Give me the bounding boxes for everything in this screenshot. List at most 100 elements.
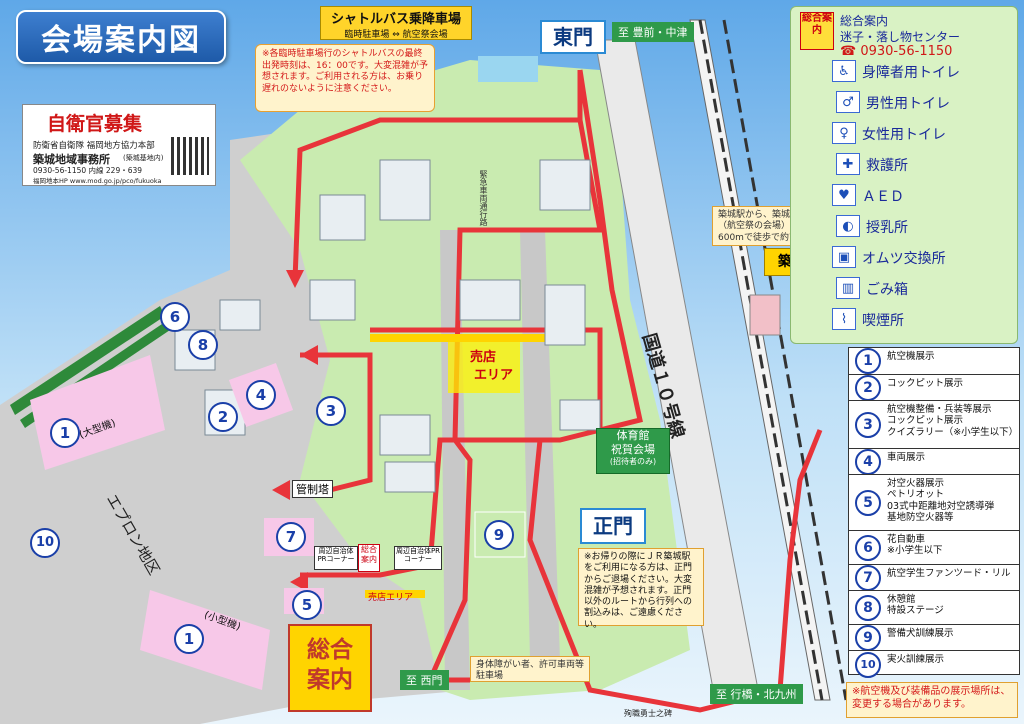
recruit-banner: 自衛官募集 防衛省自衛隊 福岡地方協力本部 築城地域事務所 (築城基地内) 09…: [22, 104, 216, 186]
station-building: [749, 294, 781, 336]
pr-corner-2: 周辺自治体PRコーナー: [394, 546, 442, 570]
exhibit-row: 8 休憩館特設ステージ: [849, 590, 1019, 625]
exhibit-label2: ※小学生以下: [887, 545, 943, 557]
male-toilet-icon: ♂: [836, 91, 860, 113]
exhibit-label4: 基地防空火器等: [887, 512, 954, 524]
railway-track: [698, 19, 824, 701]
zone-1-small: [140, 590, 270, 690]
shuttle-notice: ※各臨時駐車場行のシャトルバスの最終出発時刻は、16：00です。大変混雑が予想さ…: [255, 44, 435, 112]
exhibit-label: 航空機展示: [887, 351, 935, 362]
shuttle-title: シャトルバス乗降車場: [330, 12, 461, 27]
exhibit-label: 休憩館: [887, 594, 916, 605]
runway-strip: [10, 306, 165, 415]
shuttle-sub: 臨時駐車場 ⇔ 航空祭会場: [344, 30, 448, 40]
exhibit-row: 1 航空機展示: [849, 348, 1019, 374]
exhibit-text: 航空機展示: [887, 351, 935, 362]
exhibit-text: コックピット展示: [887, 378, 963, 389]
exhibit-label: 航空機整備・兵装等展示: [887, 404, 992, 415]
exhibit-label: 対空火器展示: [887, 478, 945, 489]
recruit-line1: 防衛省自衛隊 福岡地方協力本部: [33, 141, 155, 151]
info-small-1: 総合: [361, 545, 377, 554]
marker-1-large: 1: [50, 418, 80, 448]
emergency-road-label: 緊急車両通行路: [479, 170, 488, 226]
recruit-line2-sub: (築城基地内): [123, 154, 164, 162]
shop-label: 売店: [470, 350, 497, 365]
legend-label: ＡＥＤ: [862, 189, 904, 205]
visitor-route-3: [426, 119, 603, 683]
exhibit-number: 8: [855, 595, 881, 621]
exhibit-text: 休憩館特設ステージ: [887, 594, 944, 617]
exhibit-label: 車両展示: [887, 452, 926, 463]
legend-label: オムツ交換所: [862, 251, 946, 267]
legend-label: 授乳所: [866, 220, 908, 236]
shuttle-stop-area: [478, 56, 538, 82]
marker-6: 6: [160, 302, 190, 332]
dest-south: 至 行橋・北九州: [710, 684, 803, 704]
shop-area-label: 売店エリア: [368, 593, 414, 603]
legend-label: 救護所: [866, 158, 908, 174]
arrow-left-2: [272, 480, 290, 500]
legend-label: 身障者用トイレ: [862, 65, 960, 81]
diaper-icon: ▣: [832, 246, 856, 268]
arrow-down: [286, 270, 304, 288]
gym-label: 体育館: [616, 429, 650, 442]
recruit-line2: 築城地域事務所: [33, 153, 110, 166]
visitor-route: [527, 69, 823, 713]
legend-label: 女性用トイレ: [862, 127, 946, 143]
exhibit-number: 7: [855, 565, 881, 591]
marker-9: 9: [484, 520, 514, 550]
marker-1-small: 1: [174, 624, 204, 654]
main-info-sign: 総合 案内: [288, 624, 372, 712]
shop-strip: [370, 334, 570, 342]
exhibit-label2: コックピット展示: [887, 415, 964, 427]
exhibit-row: 7 航空学生ファンツード・リル: [849, 564, 1019, 591]
legend-label: 喫煙所: [862, 313, 904, 329]
page-title: 会場案内図: [16, 10, 226, 64]
exhibit-label3: 03式中距離地対空誘導弾: [887, 500, 995, 512]
legend-phone: ☎ 0930-56-1150: [840, 44, 953, 59]
info-small: 総合 案内: [358, 544, 380, 572]
shop-strip-2: [365, 590, 425, 598]
shuttle-sign: シャトルバス乗降車場 臨時駐車場 ⇔ 航空祭会場: [320, 6, 472, 40]
recruit-heading: 自衛官募集: [47, 113, 143, 135]
recruit-phone: 0930-56-1150 内線 229・639: [33, 166, 143, 175]
station-exit-notice: ※お帰りの際にＪＲ築城駅をご利用になる方は、正門からご退場ください。大変混雑が予…: [578, 548, 704, 630]
disabled-parking-note: 身体障がい者、許可車両等駐車場: [470, 656, 590, 682]
exhibit-number: 2: [855, 375, 881, 401]
exhibit-label: 花自動車: [887, 534, 926, 545]
pr-corner-1: 周辺自治体PRコーナー: [314, 546, 358, 570]
exhibit-number: 1: [855, 348, 881, 374]
sogo-line1: 総合: [307, 637, 353, 663]
legend-label: ごみ箱: [866, 282, 908, 298]
dest-north: 至 豊前・中津: [612, 22, 694, 42]
exhibit-text: 実火訓練展示: [887, 654, 944, 665]
exhibit-label: 実火訓練展示: [887, 654, 945, 665]
recruit-web: 福岡地本HP www.mod.go.jp/pco/fukuoka: [33, 177, 162, 185]
info-box-icon: 総合案内: [800, 12, 834, 50]
exhibit-label3: クイズラリー（※小学生以下）: [887, 426, 1019, 438]
exhibit-text: 航空学生ファンツード・リル: [887, 568, 1011, 579]
exhibit-text: 警備犬訓練展示: [887, 628, 954, 639]
railway-track-2: [722, 19, 848, 701]
monument-label: 殉職勇士之碑: [624, 709, 672, 718]
bottom-note: ※航空機及び装備品の展示場所は、変更する場合があります。: [846, 682, 1018, 718]
gym-reception: 体育館 祝賀会場 (招待者のみ): [596, 428, 670, 474]
exhibit-row: 2 コックピット展示: [849, 374, 1019, 401]
gym-label-3: (招待者のみ): [609, 456, 657, 466]
visitor-route-2: [292, 70, 583, 281]
trash-icon: ▥: [836, 277, 860, 299]
wheelchair-icon: ♿: [832, 60, 856, 82]
visitor-route-6: [300, 352, 373, 493]
marker-4: 4: [246, 380, 276, 410]
exhibit-text: 花自動車※小学生以下: [887, 534, 942, 557]
marker-2: 2: [208, 402, 238, 432]
